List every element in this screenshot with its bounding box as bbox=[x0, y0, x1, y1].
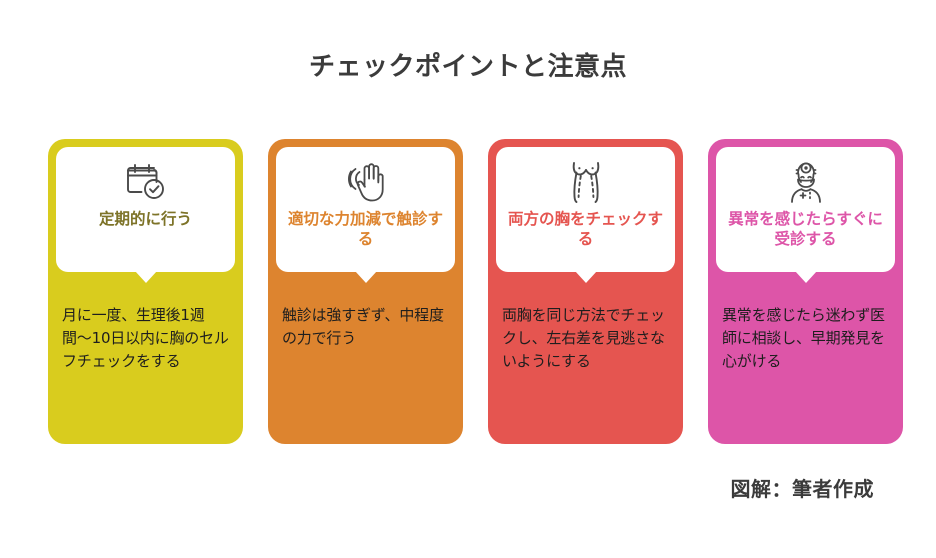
card-bubble: 異常を感じたらすぐに受診する bbox=[716, 147, 895, 272]
checkpoint-card-4: 異常を感じたらすぐに受診する 異常を感じたら迷わず医師に相談し、早期発見を心がけ… bbox=[708, 139, 903, 444]
checkpoint-card-3: 両方の胸をチェックする 両胸を同じ方法でチェックし、左右差を見逃さないようにする bbox=[488, 139, 683, 444]
checkpoint-card-2: 適切な力加減で触診する 触診は強すぎず、中程度の力で行う bbox=[268, 139, 463, 444]
card-body-text: 月に一度、生理後1週間〜10日以内に胸のセルフチェックをする bbox=[62, 306, 229, 370]
breast-torso-icon bbox=[565, 159, 607, 205]
card-heading: 両方の胸をチェックする bbox=[507, 210, 663, 249]
calendar-check-icon bbox=[124, 159, 168, 205]
card-body-text: 両胸を同じ方法でチェックし、左右差を見逃さないようにする bbox=[502, 306, 665, 370]
page-title: チェックポイントと注意点 bbox=[308, 52, 627, 82]
card-heading: 定期的に行う bbox=[98, 210, 192, 228]
card-heading: 異常を感じたらすぐに受診する bbox=[728, 210, 883, 249]
card-bubble: 適切な力加減で触診する bbox=[276, 147, 455, 272]
card-heading: 適切な力加減で触診する bbox=[287, 210, 443, 249]
doctor-icon bbox=[783, 159, 829, 205]
card-body-text: 触診は強すぎず、中程度の力で行う bbox=[282, 306, 444, 347]
checkpoint-card-1: 定期的に行う 月に一度、生理後1週間〜10日以内に胸のセルフチェックをする bbox=[48, 139, 243, 444]
source-credit: 図解：筆者作成 bbox=[730, 477, 874, 501]
hand-touch-icon bbox=[344, 159, 388, 205]
card-body-text: 異常を感じたら迷わず医師に相談し、早期発見を心がける bbox=[722, 306, 885, 370]
checkpoint-card-list: 定期的に行う 月に一度、生理後1週間〜10日以内に胸のセルフチェックをする bbox=[48, 139, 903, 444]
card-bubble: 定期的に行う bbox=[56, 147, 235, 272]
card-bubble: 両方の胸をチェックする bbox=[496, 147, 675, 272]
